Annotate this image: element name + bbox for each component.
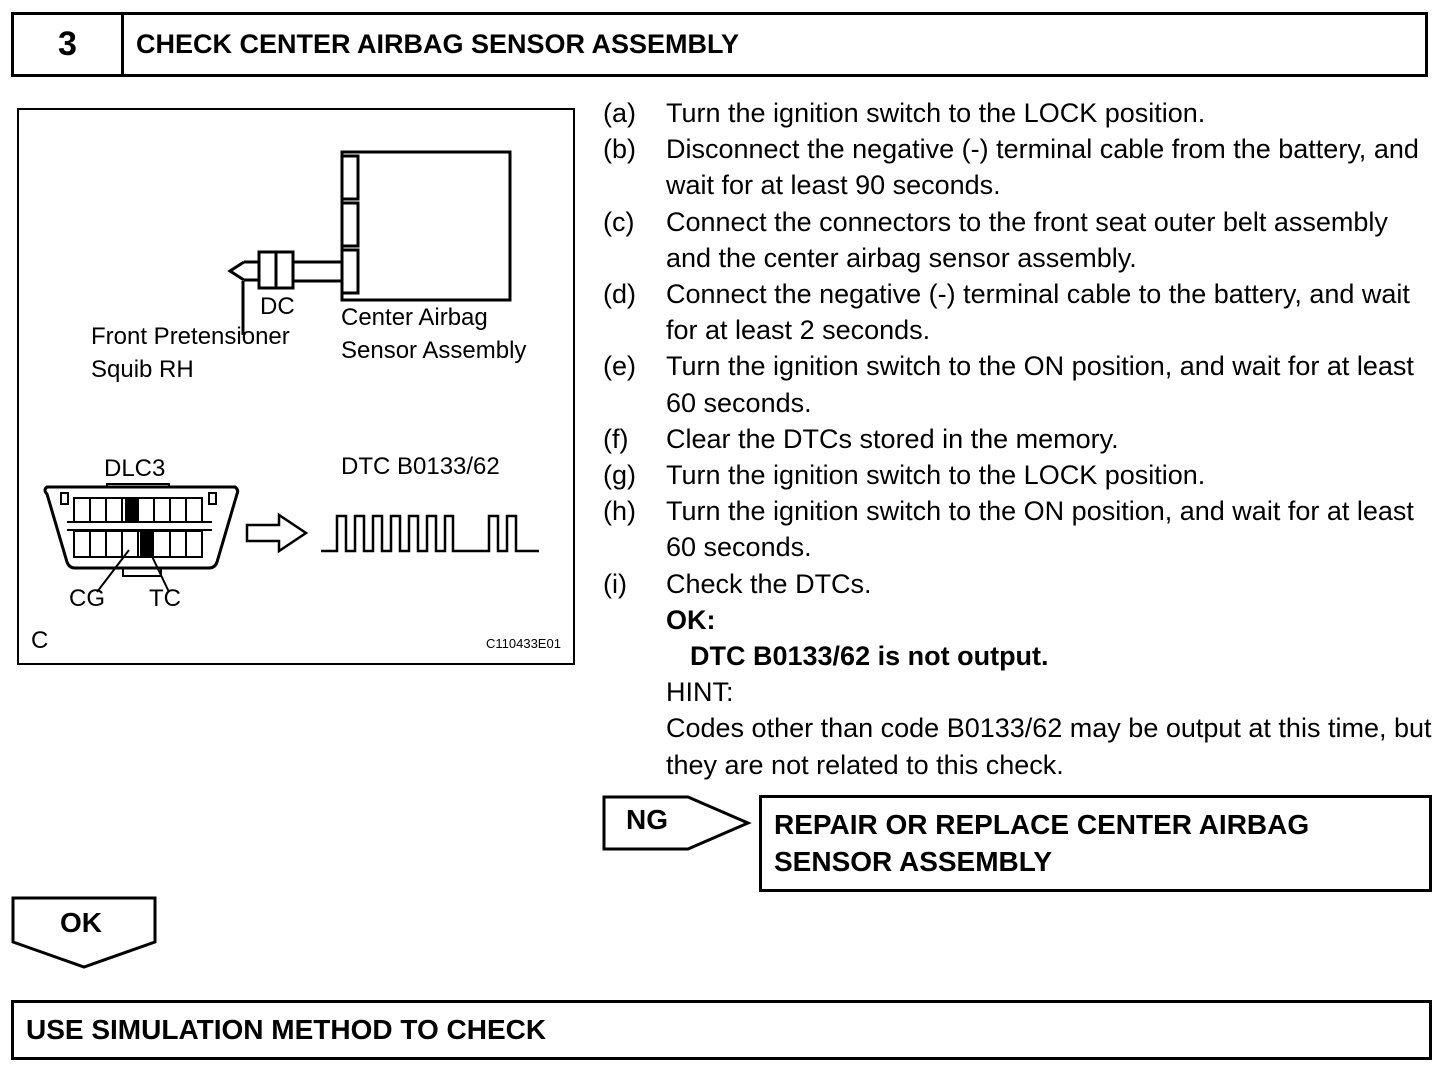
procedure-step: (e) Turn the ignition switch to the ON p…	[603, 348, 1433, 420]
next-step-box: USE SIMULATION METHOD TO CHECK	[11, 1000, 1432, 1060]
step-letter: (d)	[603, 279, 636, 310]
sensor-connector-3	[340, 248, 360, 295]
step-letter: (c)	[603, 206, 635, 237]
step-letter: (a)	[603, 98, 636, 128]
dc-label: DC	[260, 293, 295, 320]
figure-id: C110433E01	[486, 636, 561, 651]
hint-text: Codes other than code B0133/62 may be ou…	[666, 713, 1432, 780]
step-letter: (f)	[603, 423, 629, 454]
cg-label: CG	[69, 585, 105, 612]
procedure: (a) Turn the ignition switch to the LOCK…	[603, 95, 1433, 783]
step-header: 3 CHECK CENTER AIRBAG SENSOR ASSEMBLY	[11, 12, 1428, 77]
step-letter: (e)	[603, 351, 636, 382]
sensor-assembly-label: Sensor Assembly	[341, 337, 527, 364]
sensor-connector-1	[340, 154, 360, 201]
sensor-assembly-box	[340, 150, 512, 302]
tc-pin	[140, 532, 154, 557]
sensor-connector-2	[340, 201, 360, 248]
dc-connector	[257, 250, 278, 290]
procedure-step: (c) Connect the connectors to the front …	[603, 204, 1433, 276]
step-letter: (h)	[603, 496, 636, 527]
squib-rh-label: Squib RH	[91, 356, 194, 383]
hint-label: HINT:	[666, 677, 734, 708]
figure-drawing	[43, 150, 539, 593]
procedure-step: (g) Turn the ignition switch to the LOCK…	[603, 457, 1433, 493]
step-text: Turn the ignition switch to the ON posit…	[666, 496, 1414, 563]
ok-label: OK	[60, 907, 102, 938]
step-text: Disconnect the negative (-) terminal cab…	[666, 134, 1419, 201]
step-text: Turn the ignition switch to the LOCK pos…	[666, 460, 1206, 491]
dtc-label: DTC B0133/62	[341, 453, 500, 480]
figure-corner-label: C	[31, 627, 49, 654]
center-airbag-label: Center Airbag	[341, 304, 488, 331]
ok-criteria-label: OK:	[666, 604, 716, 635]
step-text: Connect the negative (-) terminal cable …	[666, 279, 1410, 346]
dlc3-connector	[43, 485, 240, 570]
procedure-step: (b) Disconnect the negative (-) terminal…	[603, 131, 1433, 203]
tc-label: TC	[149, 585, 181, 612]
ng-label: NG	[626, 804, 668, 835]
step-text: Clear the DTCs stored in the memory.	[666, 423, 1119, 454]
step-letter: (i)	[603, 568, 627, 599]
dtc-waveform	[321, 514, 539, 553]
step-letter: (g)	[603, 460, 636, 491]
procedure-step: (h) Turn the ignition switch to the ON p…	[603, 493, 1433, 565]
step-title: CHECK CENTER AIRBAG SENSOR ASSEMBLY	[136, 29, 740, 59]
dlc3-label: DLC3	[104, 455, 166, 482]
procedure-step: (a) Turn the ignition switch to the LOCK…	[603, 95, 1433, 131]
step-letter: (b)	[603, 134, 636, 165]
front-pretensioner-label: Front Pretensioner	[91, 323, 290, 350]
step-text: Check the DTCs.	[666, 568, 872, 599]
ng-action-box: REPAIR OR REPLACE CENTER AIRBAG SENSOR A…	[759, 795, 1432, 892]
step-text: Connect the connectors to the front seat…	[666, 206, 1388, 273]
wiring-figure: DC Front Pretensioner Squib RH Center Ai…	[17, 108, 575, 665]
hollow-arrow-icon	[245, 512, 309, 554]
ng-arrow-icon	[602, 795, 752, 851]
procedure-step: (f) Clear the DTCs stored in the memory.	[603, 421, 1433, 457]
step-number: 3	[14, 15, 124, 74]
ok-criteria-value: DTC B0133/62 is not output.	[690, 641, 1049, 672]
step-text: Turn the ignition switch to the ON posit…	[666, 351, 1414, 418]
procedure-step: (i) Check the DTCs.	[603, 566, 1433, 602]
cg-pin	[125, 499, 139, 522]
ok-arrow-icon	[11, 896, 157, 969]
step-text: Turn the ignition switch to the LOCK pos…	[666, 98, 1206, 128]
procedure-step: (d) Connect the negative (-) terminal ca…	[603, 276, 1433, 348]
